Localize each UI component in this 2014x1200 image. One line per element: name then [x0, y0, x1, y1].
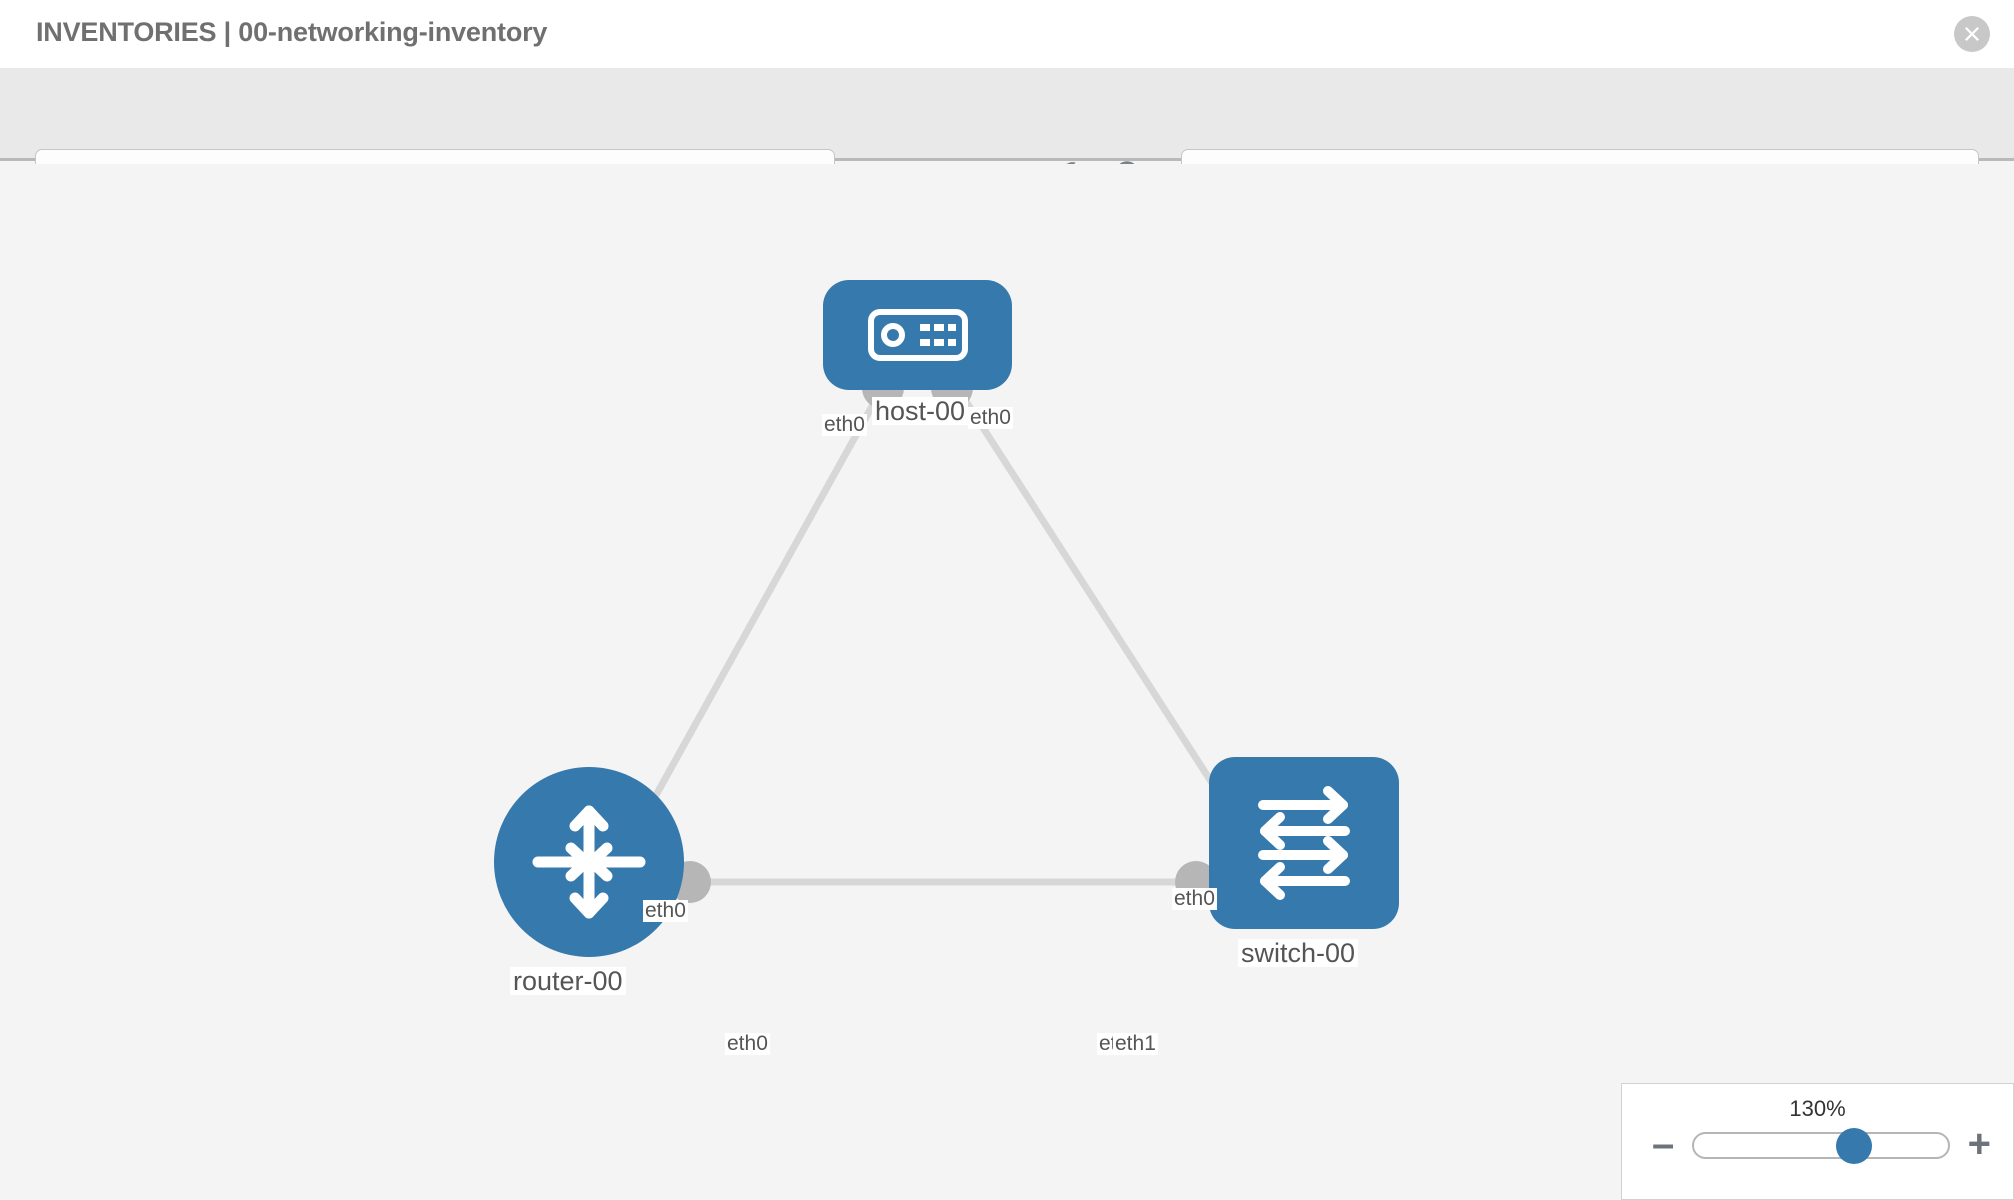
link-host-router [636, 390, 884, 826]
zoom-out-button[interactable]: – [1652, 1122, 1675, 1166]
page-title: INVENTORIES | 00-networking-inventory [36, 17, 548, 47]
iface-label-switch-left: eth1 [1113, 1032, 1158, 1056]
zoom-slider-track[interactable] [1692, 1128, 1950, 1164]
node-label-switch-00: switch-00 [1238, 939, 1359, 967]
switch-node-shape[interactable] [1209, 757, 1399, 929]
node-label-host-00: host-00 [872, 397, 969, 425]
topology-ports [669, 367, 1253, 903]
switch-arrows-icon [1258, 786, 1350, 900]
node-label-router-00: router-00 [510, 967, 626, 995]
zoom-level-label: 130% [1789, 1096, 1846, 1121]
toolbar: ACTIONS SEARCH [0, 68, 2014, 202]
page-header: INVENTORIES | 00-networking-inventory [0, 0, 2014, 68]
iface-label-host-right: eth0 [968, 406, 1013, 430]
topology-canvas[interactable]: host-00 router-00 [0, 164, 2014, 1200]
close-x-glyph [1965, 27, 1979, 41]
router-node-shape[interactable] [494, 767, 684, 957]
link-host-switch [957, 390, 1235, 816]
iface-label-router-up: eth0 [643, 899, 688, 923]
iface-label-host-left: eth0 [822, 413, 867, 437]
router-arrows-icon [532, 805, 646, 919]
iface-label-switch-up: eth0 [1172, 887, 1217, 911]
server-appliance-icon [867, 309, 968, 361]
zoom-control-panel: 130% – + [1621, 1083, 2014, 1200]
host-node-shape[interactable] [823, 280, 1012, 390]
close-icon[interactable] [1954, 16, 1990, 52]
topology-links [636, 390, 1235, 886]
iface-label-router-right: eth0 [725, 1032, 770, 1056]
zoom-slider-thumb[interactable] [1835, 1128, 1872, 1164]
zoom-in-button[interactable]: + [1967, 1122, 1991, 1166]
